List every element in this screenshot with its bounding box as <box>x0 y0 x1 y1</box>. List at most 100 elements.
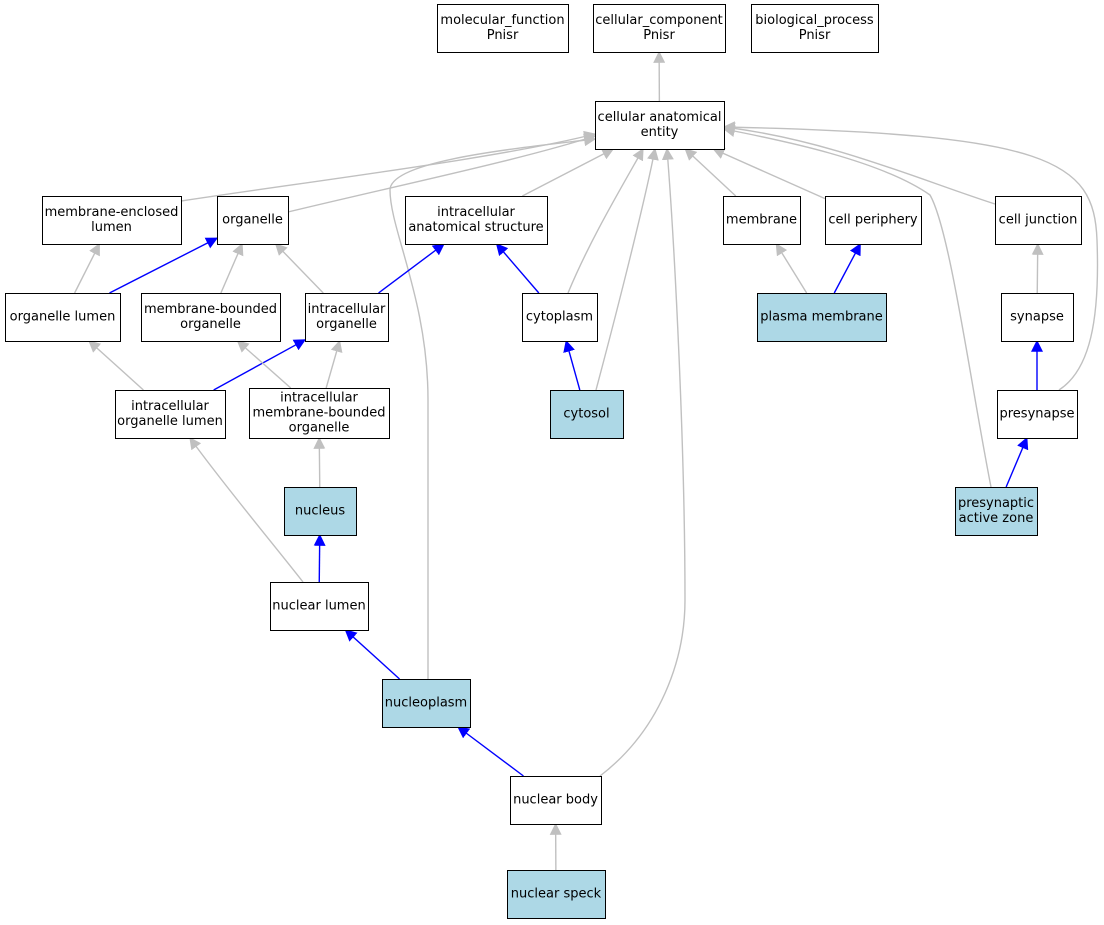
go-term-node-cell-periphery[interactable]: cell periphery <box>825 196 922 245</box>
go-term-node-nucleus[interactable]: nucleus <box>284 487 357 536</box>
node-label: Pnisr <box>643 28 675 43</box>
edge-is-a-nuclear-body-to-cellular-anatomical-entity <box>599 147 686 777</box>
edge-is-a-intracellular-anatomical-structure-to-cellular-anatomical-entity <box>522 148 615 197</box>
node-box <box>522 293 598 342</box>
go-term-node-nuclear-lumen[interactable]: nuclear lumen <box>270 582 369 631</box>
edge-part-of-organelle-lumen-to-organelle <box>109 237 219 294</box>
node-box <box>995 196 1082 245</box>
edge-is-a-cell-periphery-to-cellular-anatomical-entity <box>712 147 826 200</box>
node-box <box>757 293 887 342</box>
go-term-node-organelle-lumen[interactable]: organelle lumen <box>5 293 121 342</box>
edge-part-of-intracellular-organelle-to-intracellular-anatomical-structure <box>378 243 445 294</box>
edge-part-of-cytosol-to-cytoplasm <box>563 339 581 391</box>
node-label: nucleus <box>295 504 345 519</box>
node-label: organelle <box>316 317 377 332</box>
edge-is-a-cytosol-to-cellular-anatomical-entity <box>595 147 659 391</box>
node-box <box>955 487 1038 536</box>
edge-is-a-nucleoplasm-to-cellular-anatomical-entity <box>389 134 597 679</box>
node-box <box>305 293 389 342</box>
node-label: molecular_function <box>440 13 564 28</box>
node-label: cell periphery <box>828 213 918 228</box>
go-term-node-membrane[interactable]: membrane <box>723 196 801 245</box>
edge-is-a-nucleus-to-intracellular-membrane-bounded-organelle <box>313 436 326 488</box>
node-label: lumen <box>91 220 132 235</box>
node-box <box>437 4 569 53</box>
edges-layer <box>73 50 1099 871</box>
node-box <box>217 196 289 245</box>
node-label: cellular anatomical <box>598 110 722 125</box>
node-label: nuclear body <box>513 793 598 808</box>
node-box <box>593 4 726 53</box>
node-box <box>751 4 879 53</box>
edge-part-of-cytoplasm-to-intracellular-anatomical-structure <box>495 243 540 294</box>
node-box <box>510 776 602 825</box>
node-label: synapse <box>1010 310 1064 325</box>
node-box <box>595 101 725 150</box>
edge-part-of-plasma-membrane-to-cell-periphery <box>833 242 861 294</box>
edge-part-of-intracellular-organelle-lumen-to-intracellular-organelle <box>213 339 307 391</box>
node-box <box>825 196 922 245</box>
node-label: intracellular <box>131 399 209 414</box>
edge-is-a-intracellular-organelle-to-organelle <box>274 243 324 294</box>
edge-is-a-intracellular-membrane-bounded-organelle-to-intracellular-organelle <box>325 339 343 389</box>
node-label: intracellular <box>437 205 515 220</box>
edge-is-a-nuclear-lumen-to-intracellular-organelle-lumen <box>189 437 304 583</box>
node-box <box>507 870 606 919</box>
go-term-node-cell-junction[interactable]: cell junction <box>995 196 1082 245</box>
edge-part-of-nucleoplasm-to-nuclear-lumen <box>344 629 400 680</box>
go-term-node-synapse[interactable]: synapse <box>1001 293 1074 342</box>
go-term-node-nuclear-speck[interactable]: nuclear speck <box>507 870 606 919</box>
node-label: cell junction <box>999 213 1078 228</box>
node-label: active zone <box>959 511 1034 526</box>
node-box <box>382 679 471 728</box>
go-term-node-organelle[interactable]: organelle <box>217 196 289 245</box>
node-label: presynaptic <box>958 496 1034 511</box>
go-term-node-nuclear-body[interactable]: nuclear body <box>510 776 602 825</box>
node-label: cytosol <box>563 407 609 422</box>
node-label: nucleoplasm <box>385 696 467 711</box>
edge-is-a-membrane-bounded-organelle-to-organelle <box>220 242 244 294</box>
go-term-node-nucleoplasm[interactable]: nucleoplasm <box>382 679 471 728</box>
edge-is-a-organelle-lumen-to-membrane-enclosed-lumen <box>73 242 101 294</box>
node-label: cellular_component <box>595 13 723 28</box>
node-box <box>1001 293 1074 342</box>
node-label: membrane <box>726 213 797 228</box>
node-label: membrane-bounded <box>144 302 277 317</box>
node-box <box>405 196 548 245</box>
edge-is-a-cytoplasm-to-cellular-anatomical-entity <box>567 147 644 294</box>
node-label: entity <box>641 125 679 140</box>
go-term-node-cytoplasm[interactable]: cytoplasm <box>522 293 598 342</box>
node-label: biological_process <box>755 13 874 28</box>
node-label: organelle <box>180 317 241 332</box>
node-box <box>997 390 1078 439</box>
edge-part-of-nuclear-body-to-nucleoplasm <box>457 726 524 777</box>
node-label: presynapse <box>999 407 1074 422</box>
node-label: cytoplasm <box>526 310 593 325</box>
go-term-node-plasma-membrane[interactable]: plasma membrane <box>757 293 887 342</box>
node-label: organelle lumen <box>10 310 116 325</box>
node-label: nuclear lumen <box>272 599 365 614</box>
edge-is-a-presynaptic-active-zone-to-cellular-anatomical-entity <box>722 125 992 488</box>
node-box <box>284 487 357 536</box>
go-term-node-cytosol[interactable]: cytosol <box>550 390 624 439</box>
edge-is-a-organelle-to-cellular-anatomical-entity <box>287 133 597 213</box>
nodes-layer: molecular_functionPnisrcellular_componen… <box>5 4 1082 919</box>
edge-is-a-synapse-to-cell-junction <box>1031 242 1044 294</box>
node-label: plasma membrane <box>760 310 883 325</box>
node-box <box>270 582 369 631</box>
node-label: intracellular <box>308 302 386 317</box>
node-label: organelle <box>289 421 350 436</box>
go-term-node-presynapse[interactable]: presynapse <box>997 390 1078 439</box>
edge-part-of-presynaptic-active-zone-to-presynapse <box>1005 436 1029 488</box>
